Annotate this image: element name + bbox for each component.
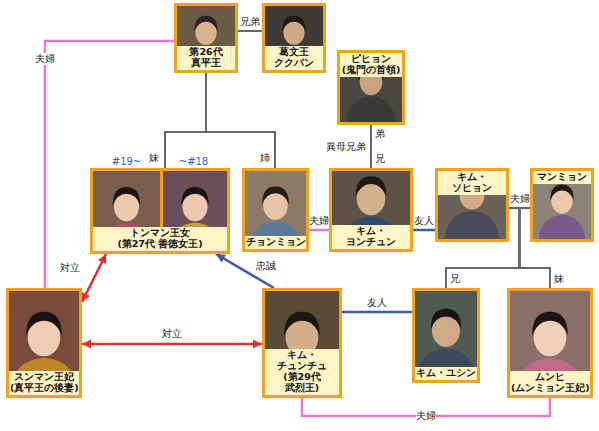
name-caption: 葛文王 ククパン (265, 46, 323, 70)
portrait-hair (284, 312, 320, 336)
relation-label: 兄 (450, 273, 460, 285)
character-box: 葛文王 ククパン (262, 3, 326, 73)
portrait-ground (177, 6, 235, 70)
portrait-hair (181, 187, 208, 205)
name-caption: ピヒョン (鬼門の首領) (340, 53, 402, 77)
relation-label: 友人 (367, 297, 387, 309)
portrait-ground (245, 171, 306, 249)
portrait-hair (550, 185, 573, 201)
portrait-hair (113, 187, 140, 205)
episode-note: ~#18 (160, 156, 227, 168)
portrait-ground (510, 291, 590, 395)
character-box: キム・チュンチュ (第29代 武烈王) (262, 288, 342, 398)
portrait-hair (431, 309, 462, 329)
portrait-ground (415, 291, 477, 380)
relation-line (309, 230, 330, 231)
relation-path (413, 229, 435, 232)
relation-label: 忠誠 (256, 260, 276, 272)
relation-line (165, 73, 206, 168)
portrait-hair (532, 312, 568, 336)
name-caption: キム・ヨンチュン (332, 225, 410, 249)
portrait-ground (160, 171, 227, 251)
relation-label: 妹 (554, 273, 564, 285)
relation-label: 夫婦 (35, 53, 55, 65)
portrait-hair (355, 176, 386, 197)
portrait-body (9, 358, 79, 395)
portrait-ground (438, 171, 506, 239)
arrow-head (82, 340, 91, 349)
relation-line (206, 73, 275, 168)
relation-line (82, 340, 262, 349)
relation-path (206, 73, 275, 168)
relation-label: 夫婦 (309, 215, 329, 227)
relation-path (82, 254, 106, 302)
name-caption: キム・ユシン (415, 367, 477, 380)
relation-path (309, 229, 330, 232)
portrait-ground (9, 291, 79, 395)
arrow-head (216, 254, 226, 262)
relation-label: 妹 (149, 152, 159, 164)
portrait-body (445, 211, 499, 239)
portrait-ground (332, 171, 410, 249)
portrait-body (346, 96, 396, 122)
relation-label: 友人 (414, 215, 434, 227)
arrow-head (98, 254, 106, 264)
character-box: スンマン王妃 (真平王の後妻) (6, 288, 82, 398)
arrow-head (82, 292, 90, 302)
portrait-ground (265, 291, 339, 395)
portrait-ground (340, 53, 402, 122)
relation-path (165, 73, 206, 168)
portrait-body (415, 348, 476, 380)
relation-path (82, 343, 262, 346)
relation-line (82, 254, 106, 302)
relation-line (238, 31, 262, 32)
character-box: ムンヒ (ムンミョン王妃) (507, 288, 593, 398)
relation-path (342, 311, 412, 314)
relation-label: 姉 (260, 152, 270, 164)
relation-label: 兄弟 (240, 16, 260, 28)
character-box: #19~~#18トンマン王女 (第27代 善徳女王) (90, 168, 230, 254)
character-box: ピヒョン (鬼門の首領) (337, 50, 405, 125)
character-box: キム・ヨンチュン (329, 168, 413, 252)
portrait-ground (93, 171, 160, 251)
relation-label: 夫婦 (416, 410, 436, 422)
kinship-note: 兄 (375, 153, 385, 165)
character-box: キム・ユシン (412, 288, 480, 383)
portrait-hair (26, 312, 62, 336)
character-box: 第26代 真平王 (174, 3, 238, 73)
arrow-head (253, 340, 262, 349)
relation-label: 対立 (162, 328, 182, 340)
name-caption: チョンミョン (245, 236, 306, 249)
name-caption: トンマン王女 (第27代 善徳女王) (93, 227, 227, 251)
relation-label: 夫婦 (510, 193, 530, 205)
portrait-body (539, 215, 586, 239)
character-box: マンミョン (530, 168, 594, 242)
relation-label: 異母兄弟 (326, 141, 366, 153)
portrait-ground (265, 6, 323, 70)
portrait-hair (194, 16, 217, 31)
kinship-note: 弟 (375, 128, 385, 140)
character-box: キム・ソヒョン (435, 168, 509, 242)
name-caption: スンマン王妃 (真平王の後妻) (9, 371, 79, 395)
relation-path (370, 125, 372, 168)
portrait-hair (262, 187, 289, 205)
portrait-hair (282, 16, 305, 31)
name-caption: キム・チュンチュ (第29代 武烈王) (265, 349, 339, 395)
relation-label: 対立 (60, 262, 80, 274)
character-box: チョンミョン (242, 168, 309, 252)
relation-line (371, 125, 372, 168)
name-caption: マンミョン (533, 171, 591, 184)
name-caption: 第26代 真平王 (177, 46, 235, 70)
name-caption: ムンヒ (ムンミョン王妃) (510, 371, 590, 395)
relation-path (238, 30, 262, 32)
portrait-ground (533, 171, 591, 239)
relation-line (342, 312, 412, 313)
name-caption: キム・ソヒョン (438, 171, 506, 195)
relation-line (413, 230, 435, 231)
